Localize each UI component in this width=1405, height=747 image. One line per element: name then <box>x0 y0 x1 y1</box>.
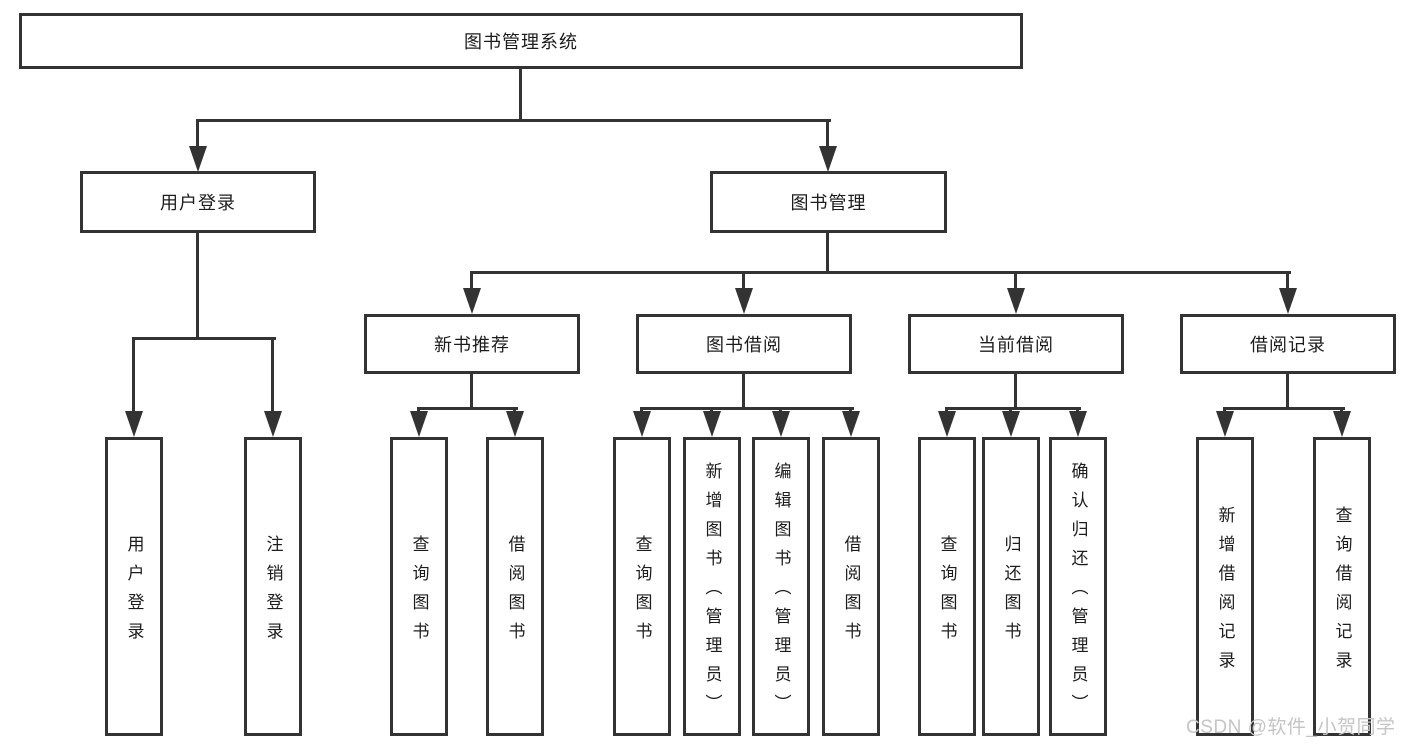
arrowhead-to-leaf-borrow-books-2 <box>842 411 860 437</box>
node-leaf-query-books-1: 查询图书 <box>390 437 448 736</box>
node-book-borrowing: 图书借阅 <box>636 314 852 374</box>
node-leaf-edit-book-admin: 编辑图书（管理员） <box>752 437 810 736</box>
leaf-label: 查询图书 <box>409 534 429 651</box>
arrowhead-to-current-borrowing <box>1007 288 1025 314</box>
csdn-watermark: CSDN @软件_小贺同学 <box>1186 717 1396 738</box>
arrowhead-to-leaf-query-books-1 <box>410 411 428 437</box>
node-leaf-add-book-admin: 新增图书（管理员） <box>683 437 741 736</box>
arrowhead-to-leaf-borrow-books-1 <box>506 411 524 437</box>
arrowhead-to-borrowing-records <box>1279 288 1297 314</box>
connector-to-current-borrowing-shaft <box>1014 271 1017 293</box>
node-leaf-query-borrow-record: 查询借阅记录 <box>1313 437 1371 736</box>
node-new-book-recommend: 新书推荐 <box>364 314 580 374</box>
arrowhead-to-leaf-query-books-2 <box>633 411 651 437</box>
arrowhead-to-leaf-user-login <box>125 411 143 437</box>
leaf-label: 新增图书（管理员） <box>702 462 722 723</box>
arrowhead-to-leaf-return-book <box>1002 411 1020 437</box>
connector-user-login-horizontal <box>132 337 276 340</box>
node-leaf-add-borrow-record: 新增借阅记录 <box>1196 437 1254 736</box>
connector-to-new-book-shaft <box>470 271 473 293</box>
node-leaf-confirm-return-admin: 确认归还（管理员） <box>1049 437 1107 736</box>
arrowhead-to-leaf-query-books-3 <box>938 411 956 437</box>
connector-to-user-login-shaft <box>196 119 199 149</box>
connector-to-leaf-user-login-shaft <box>132 337 135 413</box>
node-user-login: 用户登录 <box>80 171 316 233</box>
connector-current-borrowing-horizontal <box>945 407 1081 410</box>
connector-new-book-horizontal <box>417 407 518 410</box>
leaf-label: 借阅图书 <box>505 534 525 651</box>
connector-current-borrowing-stub <box>1014 374 1017 410</box>
connector-to-book-borrowing-shaft <box>742 271 745 293</box>
node-root-library-system: 图书管理系统 <box>19 13 1023 69</box>
node-leaf-borrow-books-1: 借阅图书 <box>486 437 544 736</box>
node-leaf-logout: 注销登录 <box>244 437 302 736</box>
arrowhead-to-leaf-query-borrow-record <box>1333 411 1351 437</box>
connector-to-borrowing-records-shaft <box>1286 271 1289 293</box>
connector-book-borrowing-stub <box>742 374 745 410</box>
leaf-label: 编辑图书（管理员） <box>771 462 791 723</box>
connector-root-horizontal <box>196 119 831 122</box>
connector-to-book-management-shaft <box>826 119 829 149</box>
leaf-label: 查询借阅记录 <box>1332 505 1352 680</box>
leaf-label: 查询图书 <box>632 534 652 651</box>
node-leaf-query-books-2: 查询图书 <box>613 437 671 736</box>
connector-to-leaf-logout-shaft <box>271 337 274 413</box>
leaf-label: 注销登录 <box>263 534 283 651</box>
leaf-label: 归还图书 <box>1001 534 1021 651</box>
leaf-label: 新增借阅记录 <box>1215 505 1235 680</box>
node-leaf-borrow-books-2: 借阅图书 <box>822 437 880 736</box>
node-borrowing-records: 借阅记录 <box>1180 314 1396 374</box>
connector-root-stub <box>519 68 522 122</box>
leaf-label: 确认归还（管理员） <box>1068 462 1088 723</box>
node-new-book-recommend-label: 新书推荐 <box>434 335 510 355</box>
arrowhead-to-user-login <box>189 146 207 172</box>
arrowhead-to-leaf-edit-book <box>772 411 790 437</box>
leaf-label: 查询图书 <box>937 534 957 651</box>
leaf-label: 用户登录 <box>124 534 144 651</box>
arrowhead-to-leaf-logout <box>264 411 282 437</box>
node-current-borrowing: 当前借阅 <box>908 314 1124 374</box>
node-book-management-label: 图书管理 <box>790 193 867 213</box>
node-user-login-label: 用户登录 <box>160 193 236 213</box>
node-borrowing-records-label: 借阅记录 <box>1250 335 1326 355</box>
arrowhead-to-leaf-confirm-return <box>1069 411 1087 437</box>
connector-user-login-stub <box>196 233 199 340</box>
node-leaf-user-login: 用户登录 <box>105 437 163 736</box>
node-current-borrowing-label: 当前借阅 <box>978 335 1054 355</box>
connector-book-management-stub <box>826 233 829 274</box>
arrowhead-to-leaf-add-borrow-record <box>1216 411 1234 437</box>
node-book-borrowing-label: 图书借阅 <box>706 335 782 355</box>
node-root-label: 图书管理系统 <box>464 32 578 52</box>
node-leaf-query-books-3: 查询图书 <box>918 437 976 736</box>
node-leaf-return-book: 归还图书 <box>982 437 1040 736</box>
connector-book-management-horizontal <box>470 271 1291 274</box>
connector-new-book-stub <box>470 374 473 410</box>
connector-borrowing-records-horizontal <box>1223 407 1345 410</box>
arrowhead-to-book-management <box>819 146 837 172</box>
arrowhead-to-new-book <box>463 288 481 314</box>
node-book-management: 图书管理 <box>710 171 947 233</box>
arrowhead-to-book-borrowing <box>735 288 753 314</box>
arrowhead-to-leaf-add-book <box>703 411 721 437</box>
connector-borrowing-records-stub <box>1286 374 1289 410</box>
connector-book-borrowing-horizontal <box>640 407 854 410</box>
leaf-label: 借阅图书 <box>841 534 861 651</box>
